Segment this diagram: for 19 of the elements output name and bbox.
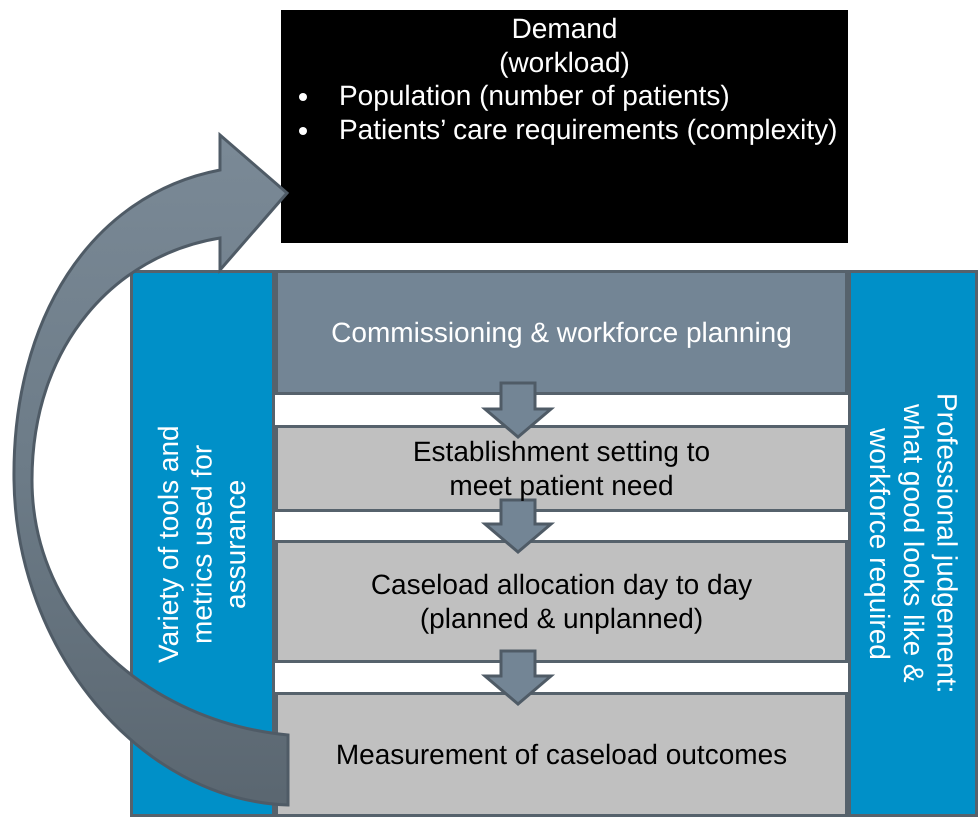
box-label: Measurement of caseload outcomes — [336, 738, 788, 772]
box-label: Variety of tools and metrics used for assurance — [152, 424, 252, 664]
process-box — [275, 540, 848, 663]
box-label: Commissioning & workforce planning — [331, 316, 792, 350]
box-label: Establishment setting to meet patient need — [412, 434, 712, 502]
box-heading: Demand (workload) — [498, 12, 631, 80]
side-band — [848, 270, 978, 817]
process-box — [275, 425, 848, 512]
box-label: Professional judgement: what good looks like & workforce required — [863, 392, 964, 696]
bullet-item: Patients’ care requirements (complexity) — [339, 114, 838, 145]
process-box — [275, 270, 848, 395]
demand-box — [281, 10, 848, 243]
process-box — [275, 692, 848, 817]
box-label: Caseload allocation day to day (planned & unplanned) — [370, 568, 754, 636]
block-arrow — [480, 498, 556, 554]
block-arrow — [480, 382, 556, 439]
bullet-item: Population (number of patients) — [339, 80, 730, 112]
block-arrow — [480, 650, 556, 706]
curved-arrow — [12, 134, 290, 806]
